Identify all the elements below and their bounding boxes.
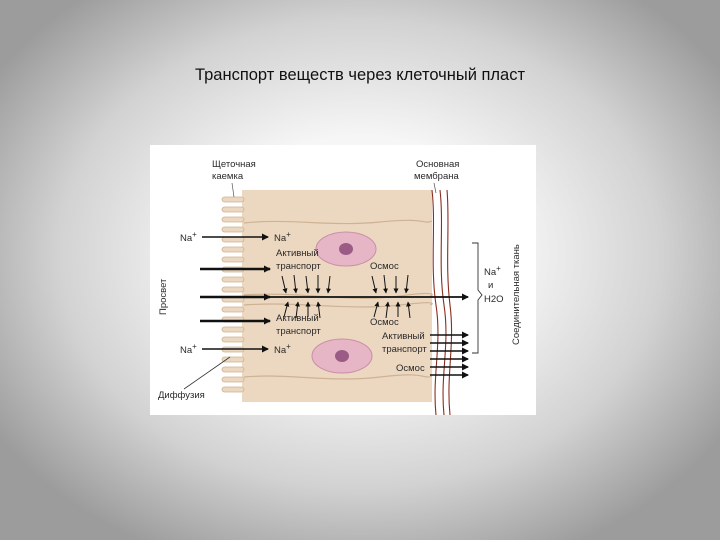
na-plus-right: Na+ — [484, 264, 501, 278]
basement-membrane-label-line2: мембрана — [414, 171, 459, 182]
nucleus-upper — [315, 231, 377, 267]
and-label: и — [488, 280, 493, 291]
active-transport-1-line1: Активный — [276, 248, 319, 259]
osmosis-1-label: Осмос — [370, 261, 399, 272]
na-plus-left-upper: Na+ — [180, 230, 197, 244]
converging-arrows-upper — [281, 274, 409, 294]
basement-membrane-label-line1: Основная — [416, 159, 459, 170]
right-bracket — [472, 242, 483, 354]
basal-exit-arrows — [430, 331, 469, 379]
na-plus-cell-upper: Na+ — [274, 230, 291, 244]
connective-tissue-label: Соединительная ткань — [511, 244, 522, 345]
brush-border-label-line2: каемка — [212, 171, 244, 182]
basement-membrane — [431, 189, 453, 415]
slide-title: Транспорт веществ через клеточный пласт — [194, 66, 526, 84]
brush-border — [221, 196, 245, 393]
nucleus-lower — [311, 338, 373, 374]
osmosis-3-label: Осмос — [396, 363, 425, 374]
osmosis-2-label: Осмос — [370, 317, 399, 328]
water-label: H2O — [484, 294, 504, 305]
active-transport-3-line2: транспорт — [382, 344, 427, 355]
basement-membrane-pointer — [433, 182, 437, 194]
diagram-svg: Щеточная каемка Основная мембрана Просве… — [158, 159, 522, 415]
lumen-label: Просвет — [158, 278, 169, 315]
brush-border-label-line1: Щеточная — [212, 159, 256, 170]
active-transport-3-line1: Активный — [382, 331, 425, 342]
active-transport-2-line2: транспорт — [276, 326, 321, 337]
na-plus-left-lower: Na+ — [180, 342, 197, 356]
active-transport-1-line2: транспорт — [276, 261, 321, 272]
na-plus-cell-lower: Na+ — [274, 342, 291, 356]
brush-border-pointer — [231, 182, 235, 198]
active-transport-2-line1: Активный — [276, 313, 319, 324]
converging-arrows-lower — [283, 301, 412, 319]
diffusion-pointer — [183, 356, 231, 390]
diffusion-label: Диффузия — [158, 390, 205, 401]
epithelium-transport-diagram: Щеточная каемка Основная мембрана Просве… — [150, 145, 536, 415]
